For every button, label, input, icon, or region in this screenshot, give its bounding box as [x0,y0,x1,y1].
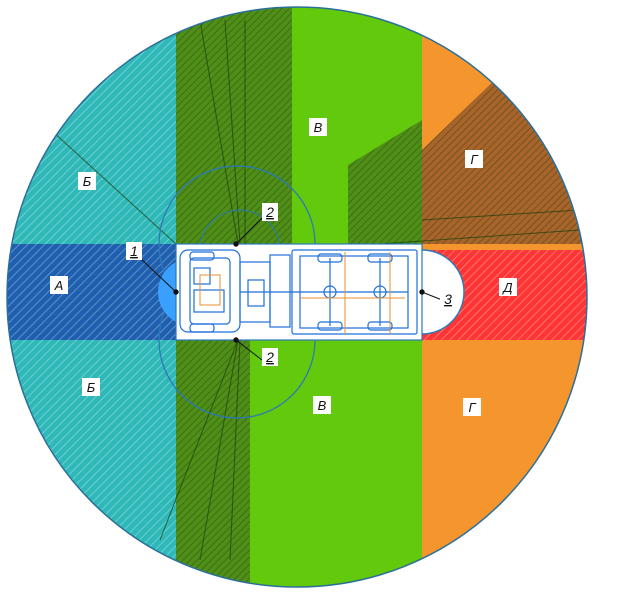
callout-2-bottom: 2 [262,348,278,366]
label-v-top: В [309,118,327,136]
label-b-bottom-text: Б [87,380,96,395]
label-d-text: Д [501,280,512,295]
zone-v-dark-wedge-hatch [348,120,422,244]
zone-labels: А Б Б В В Г Г Д [50,118,517,416]
label-a: А [50,276,68,294]
label-g-top-text: Г [470,152,478,167]
sight-lines [39,19,581,561]
zone-a-hatch [7,244,176,340]
label-a-text: А [54,278,64,293]
outer-circle [6,6,588,588]
zone-v-bottom [250,340,422,587]
label-v-bottom: В [313,396,331,414]
callout-2-top-text: 2 [265,204,274,220]
vehicle-details [199,252,405,334]
label-v-bottom-text: В [318,398,327,413]
callout-labels: 1 2 2 3 [126,203,456,366]
label-g-bottom-text: Г [468,400,476,415]
label-g-bottom: Г [463,398,481,416]
callout-3: 3 [440,290,456,308]
label-g-top: Г [465,150,483,168]
label-b-top: Б [78,172,96,190]
callout-1-text: 1 [130,243,138,259]
vehicle-front-arc [158,262,176,322]
callout-2-bottom-text: 2 [265,349,274,365]
callout-leaders [139,217,443,361]
callout-2-top: 2 [262,203,278,221]
label-b-top-text: Б [83,174,92,189]
label-d: Д [499,278,517,296]
callout-3-text: 3 [444,291,452,307]
callout-1: 1 [126,242,142,260]
label-v-top-text: В [314,120,323,135]
label-b-bottom: Б [82,378,100,396]
